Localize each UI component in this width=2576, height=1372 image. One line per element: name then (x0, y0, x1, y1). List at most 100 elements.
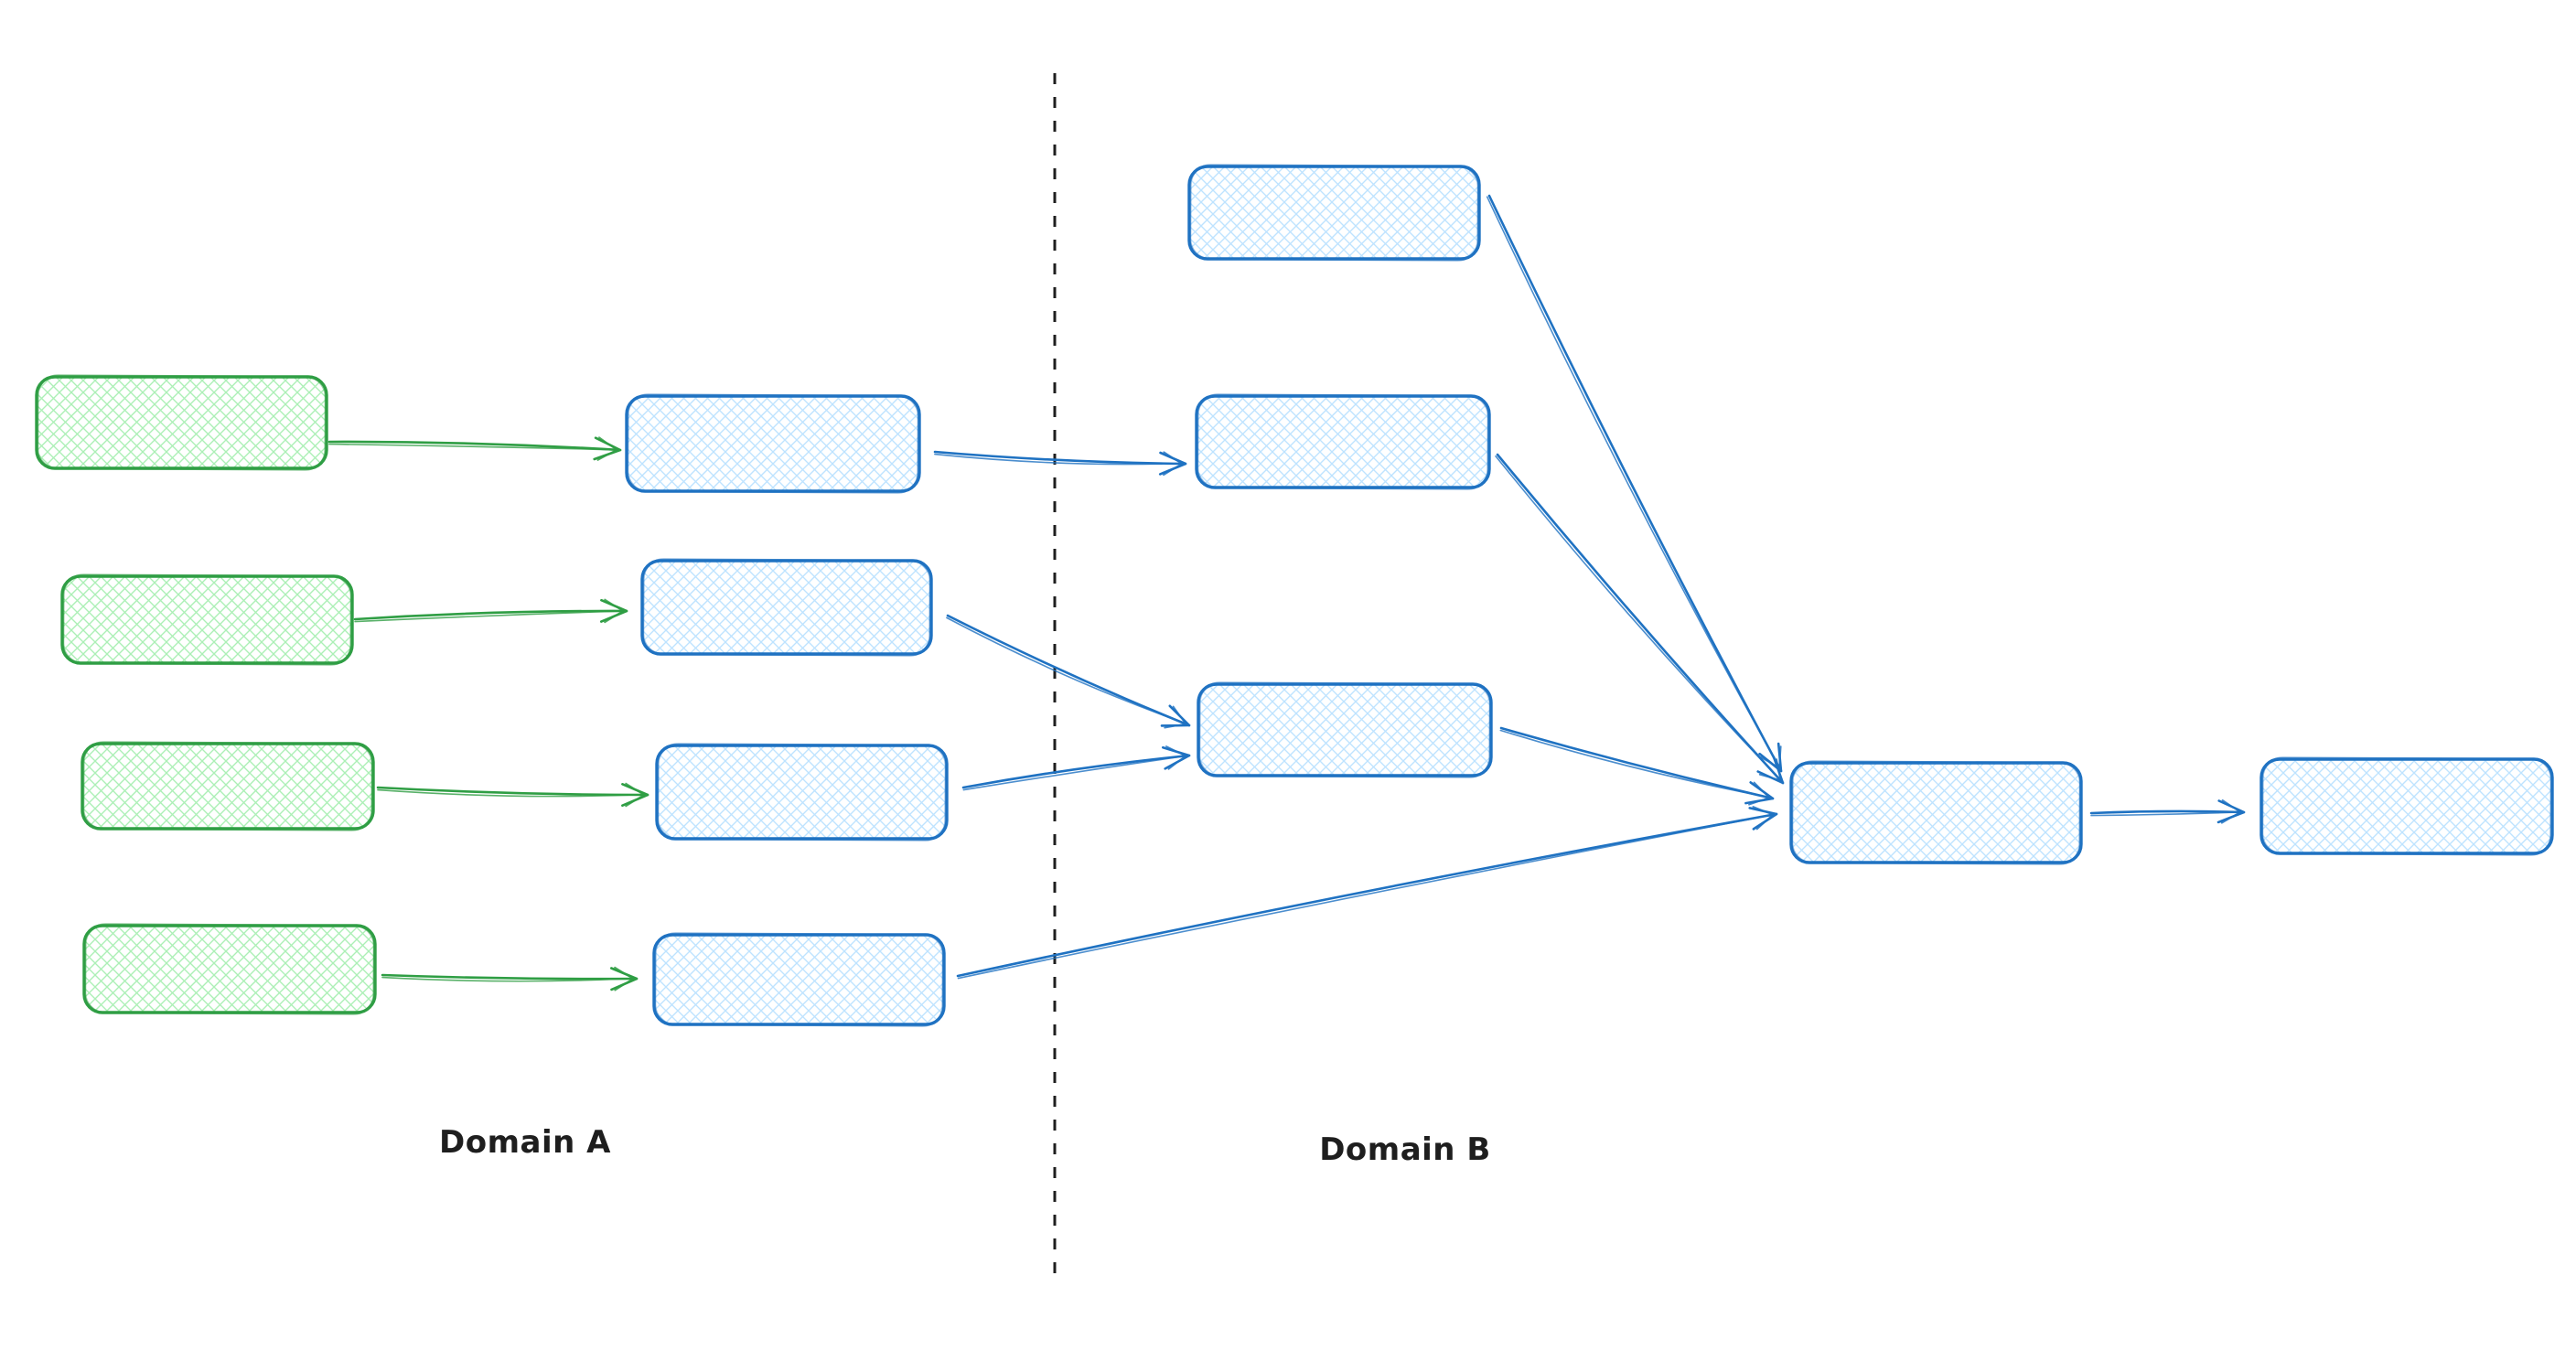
edge-hub-to-end-shaft-sketch (2090, 811, 2238, 817)
node-blue-right-1-fill (1189, 166, 1479, 259)
edge-mid1-to-right2-shaft-sketch (934, 453, 1179, 466)
edge-right1-to-hub-shaft (1487, 194, 1783, 773)
edge-green3-to-mid3[interactable] (376, 782, 649, 808)
edge-mid3-to-right3-shaft (961, 754, 1191, 789)
node-green-3[interactable] (80, 741, 375, 831)
node-green-3-border (80, 742, 375, 831)
edge-right2-to-hub-arrowhead (1756, 756, 1785, 785)
edge-mid2-to-right3-arrowhead (1160, 704, 1191, 727)
label-domain-b[interactable]: Domain B (1319, 1131, 1491, 1168)
edge-hub-to-end[interactable] (2089, 799, 2246, 824)
edge-green2-to-mid2-shaft-sketch (354, 610, 620, 623)
node-blue-right-3[interactable] (1197, 681, 1493, 778)
node-green-2-fill (62, 576, 352, 663)
edge-green4-to-mid4[interactable] (381, 966, 639, 991)
node-blue-mid-3-border (655, 744, 949, 841)
node-blue-mid-4-border (652, 933, 946, 1026)
edge-right2-to-hub-arrowhead (1758, 758, 1782, 781)
edge-right3-to-hub[interactable] (1499, 726, 1775, 806)
edge-green3-to-mid3-shaft (376, 786, 649, 797)
edge-mid3-to-right3[interactable] (961, 745, 1191, 791)
node-blue-mid-4-border-sketch (654, 932, 944, 1027)
node-blue-end[interactable] (2259, 756, 2554, 856)
edge-green2-to-mid2-arrowhead (604, 598, 624, 624)
edge-mid4-to-hub-shaft (956, 812, 1778, 978)
edge-right1-to-hub[interactable] (1486, 194, 1783, 773)
edge-right1-to-hub-arrowhead (1759, 745, 1782, 769)
node-blue-mid-1[interactable] (625, 393, 921, 494)
node-blue-mid-2-border (640, 559, 933, 656)
node-blue-mid-2-border-sketch (642, 558, 931, 657)
label-domain-a[interactable]: Domain A (439, 1124, 611, 1161)
edge-green4-to-mid4-shaft-sketch (381, 976, 630, 982)
node-blue-right-2[interactable] (1195, 393, 1491, 490)
node-blue-right-3-fill (1198, 684, 1491, 776)
edge-mid3-to-right3-arrowhead (1165, 745, 1186, 770)
edge-hub-to-end-arrowhead (2220, 799, 2241, 824)
edge-hub-to-end-shaft (2089, 809, 2246, 815)
edge-green3-to-mid3-arrowhead (625, 782, 645, 808)
node-green-1-border (35, 375, 328, 470)
node-green-2[interactable] (60, 573, 354, 666)
edge-green3-to-mid3-shaft-sketch (377, 788, 641, 798)
edge-green2-to-mid2-arrowhead (600, 598, 628, 623)
node-blue-end-border-sketch (2261, 756, 2552, 856)
edge-green1-to-mid1[interactable] (327, 436, 622, 461)
edge-green3-to-mid3-arrowhead (621, 783, 649, 807)
node-blue-mid-2[interactable] (640, 558, 933, 657)
node-blue-right-1-border (1187, 165, 1481, 261)
node-blue-right-3-border (1197, 682, 1493, 777)
edge-mid4-to-hub[interactable] (956, 806, 1778, 980)
node-blue-right-1-border-sketch (1189, 164, 1479, 262)
node-green-2-border (60, 574, 354, 665)
edge-mid4-to-hub-shaft-sketch (957, 814, 1770, 980)
edge-right3-to-hub-shaft-sketch (1499, 729, 1767, 798)
edge-green1-to-mid1-arrowhead (593, 436, 622, 461)
node-blue-right-1[interactable] (1187, 164, 1481, 262)
edge-mid2-to-right3-arrowhead (1164, 705, 1187, 729)
edge-green2-to-mid2-shaft (353, 609, 628, 621)
edge-green2-to-mid2[interactable] (353, 598, 628, 624)
node-green-1-border-sketch (37, 374, 327, 471)
edge-green1-to-mid1-shaft-sketch (328, 443, 614, 451)
edge-green4-to-mid4-shaft (381, 973, 639, 981)
edge-right2-to-hub[interactable] (1495, 453, 1785, 785)
edge-mid2-to-right3-shaft (946, 614, 1191, 727)
edge-green4-to-mid4-arrowhead (614, 966, 634, 991)
edge-right3-to-hub-arrowhead (1748, 781, 1770, 806)
edge-mid3-to-right3-arrowhead (1162, 745, 1191, 770)
node-blue-mid-1-fill (627, 396, 919, 491)
edge-right3-to-hub-arrowhead (1744, 781, 1775, 805)
node-green-1[interactable] (35, 374, 328, 471)
node-blue-end-fill (2261, 759, 2552, 853)
node-blue-end-border (2259, 757, 2554, 855)
node-blue-hub[interactable] (1789, 760, 2083, 865)
edge-mid3-to-right3-shaft-sketch (962, 756, 1183, 791)
node-green-3-fill (82, 744, 373, 829)
node-green-4[interactable] (82, 923, 377, 1015)
node-blue-mid-1-border (625, 394, 921, 493)
node-green-4-border (82, 924, 377, 1014)
node-blue-mid-1-border-sketch (627, 393, 919, 494)
node-green-4-border-sketch (84, 923, 375, 1015)
node-blue-mid-4[interactable] (652, 932, 946, 1027)
node-green-1-fill (37, 377, 327, 468)
edge-mid2-to-right3[interactable] (946, 614, 1191, 729)
edge-hub-to-end-arrowhead (2216, 799, 2246, 824)
node-green-2-border-sketch (62, 573, 352, 666)
edge-right2-to-hub-shaft-sketch (1495, 455, 1779, 778)
edge-right1-to-hub-shaft-sketch (1486, 196, 1779, 766)
node-blue-mid-3-fill (657, 745, 947, 839)
node-blue-mid-3[interactable] (655, 743, 949, 841)
edge-mid1-to-right2-shaft (933, 450, 1187, 466)
edge-mid4-to-hub-arrowhead (1748, 807, 1778, 831)
edge-mid1-to-right2[interactable] (933, 450, 1187, 477)
edge-green1-to-mid1-arrowhead (596, 436, 617, 461)
edge-right2-to-hub-shaft (1496, 453, 1785, 785)
edge-right3-to-hub-shaft (1499, 726, 1775, 800)
node-blue-right-2-fill (1197, 396, 1489, 488)
node-blue-hub-fill (1791, 763, 2081, 863)
node-blue-mid-3-border-sketch (657, 743, 947, 841)
